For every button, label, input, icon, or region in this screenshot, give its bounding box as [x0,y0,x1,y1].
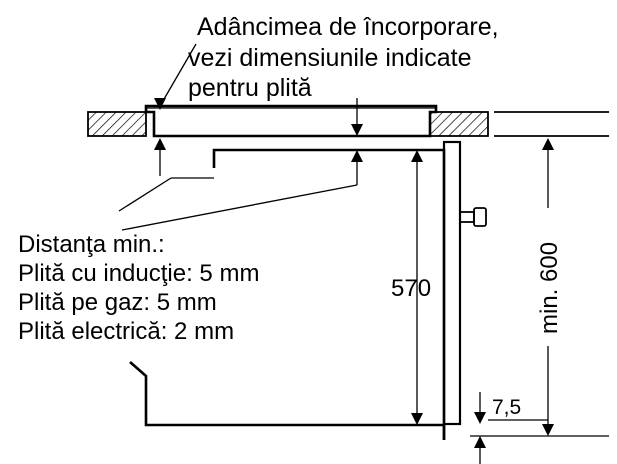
distance-gas: Plită pe gaz: 5 mm [18,289,217,316]
worktop-left [87,111,147,137]
callout-line-2: vezi dimensiunile indicate [188,44,471,72]
oven-height-label: 570 [391,275,431,302]
hob-depth-arrow [351,98,363,136]
distance-electric: Plită electrică: 2 mm [18,318,234,345]
worktop-extension [494,111,609,137]
bottom-gap-label: 7,5 [492,396,521,419]
control-knob [459,207,487,227]
oven-height-dimension [411,150,423,425]
niche-height-label: min. 600 [536,242,563,334]
distance-induction: Plită cu inducţie: 5 mm [18,260,259,287]
callout-line-3: pentru plită [188,74,312,102]
niche-label-bg [535,208,561,346]
callout-leader [154,43,197,110]
hob [144,104,438,138]
distance-title: Distanţa min.: [18,231,165,258]
worktop-right [429,111,489,137]
oven-door [442,140,462,426]
callout-line-1: Adâncimea de încorporare, [197,13,499,41]
gap-arrow-left [154,138,166,176]
distance-leader [118,177,358,231]
gap-arrow-center [351,150,363,185]
bottom-gap-dimension [474,392,548,464]
